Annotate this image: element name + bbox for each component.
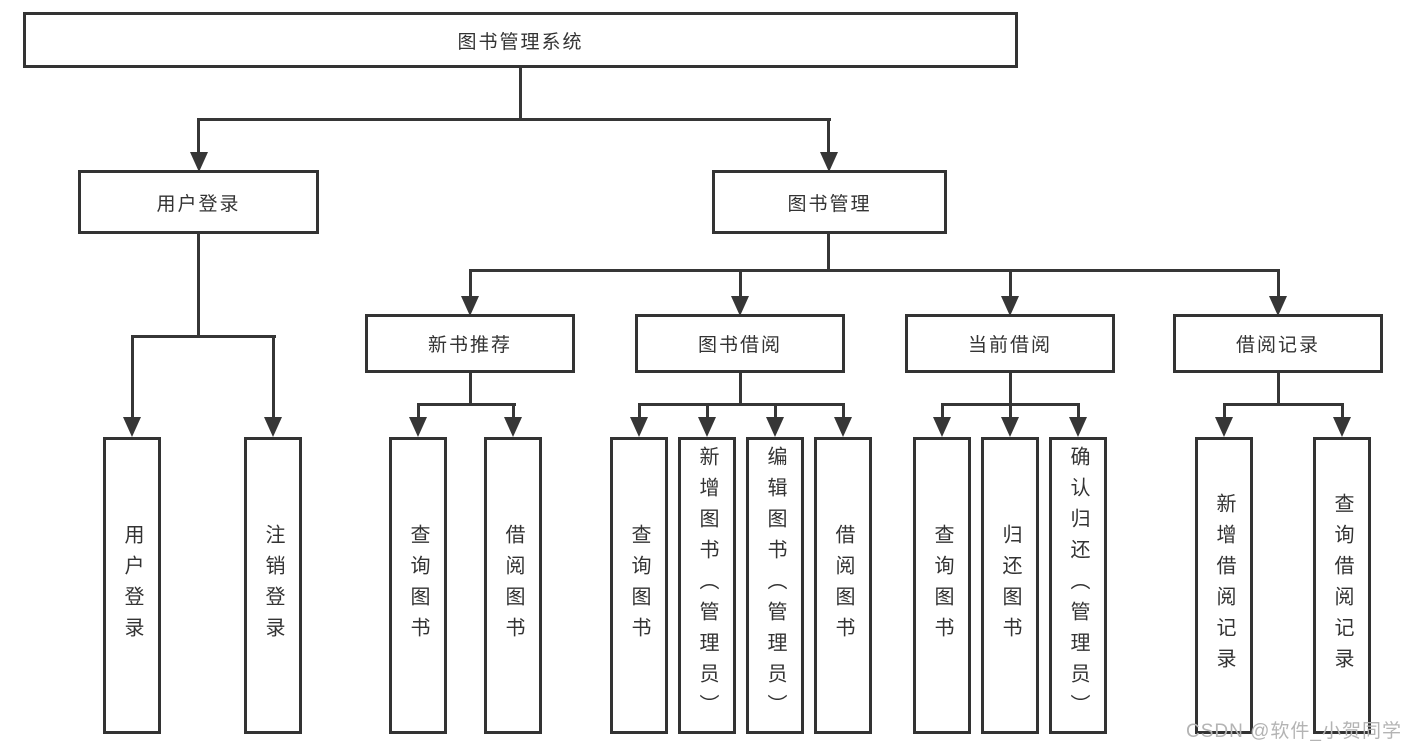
- connector-line: [1277, 269, 1280, 298]
- arrow-down-icon: [731, 296, 749, 316]
- arrow-down-icon: [933, 417, 951, 437]
- connector-line: [469, 269, 472, 298]
- leaf-query-books-recommend: 查询图书: [389, 437, 447, 734]
- arrow-down-icon: [766, 417, 784, 437]
- connector-line: [638, 403, 641, 419]
- leaf-confirm-return-admin: 确认归还（管理员）: [1049, 437, 1107, 734]
- leaf-label: 编辑图书（管理员）: [764, 446, 786, 725]
- arrow-down-icon: [461, 296, 479, 316]
- connector-line: [1223, 403, 1344, 406]
- leaf-label: 查询图书: [628, 523, 650, 648]
- arrow-down-icon: [409, 417, 427, 437]
- connector-line: [941, 403, 944, 419]
- leaf-borrow-book: 借阅图书: [814, 437, 872, 734]
- connector-line: [774, 403, 777, 419]
- leaf-label: 新增借阅记录: [1213, 492, 1235, 679]
- arrow-down-icon: [1069, 417, 1087, 437]
- arrow-down-icon: [123, 417, 141, 437]
- leaf-label: 借阅图书: [502, 523, 524, 648]
- connector-line: [417, 403, 516, 406]
- leaf-query-borrow-record: 查询借阅记录: [1313, 437, 1371, 734]
- connector-line: [739, 373, 742, 403]
- leaf-label: 用户登录: [121, 523, 143, 648]
- leaf-query-books-current: 查询图书: [913, 437, 971, 734]
- connector-line: [739, 269, 742, 298]
- connector-line: [827, 118, 830, 154]
- connector-line: [1223, 403, 1226, 419]
- connector-line: [1277, 373, 1280, 403]
- arrow-down-icon: [630, 417, 648, 437]
- arrow-down-icon: [1215, 417, 1233, 437]
- connector-line: [638, 403, 845, 406]
- arrow-down-icon: [190, 152, 208, 172]
- connector-line: [197, 118, 831, 121]
- leaf-label: 确认归还（管理员）: [1067, 446, 1089, 725]
- arrow-down-icon: [834, 417, 852, 437]
- arrow-down-icon: [698, 417, 716, 437]
- connector-line: [469, 373, 472, 403]
- connector-line: [512, 403, 515, 419]
- leaf-label: 查询图书: [931, 523, 953, 648]
- connector-line: [197, 118, 200, 154]
- node-new-book-recommend: 新书推荐: [365, 314, 575, 373]
- arrow-down-icon: [264, 417, 282, 437]
- leaf-user-login: 用户登录: [103, 437, 161, 734]
- connector-line: [1077, 403, 1080, 419]
- connector-line: [1341, 403, 1344, 419]
- node-user-login: 用户登录: [78, 170, 319, 234]
- node-book-borrow: 图书借阅: [635, 314, 845, 373]
- arrow-down-icon: [504, 417, 522, 437]
- arrow-down-icon: [1001, 417, 1019, 437]
- arrow-down-icon: [820, 152, 838, 172]
- connector-line: [842, 403, 845, 419]
- leaf-query-books-borrow: 查询图书: [610, 437, 668, 734]
- leaf-label: 注销登录: [262, 523, 284, 648]
- connector-line: [417, 403, 420, 419]
- csdn-watermark: CSDN @软件_小贺同学: [1186, 721, 1402, 742]
- connector-line: [827, 233, 830, 269]
- connector-line: [131, 335, 134, 419]
- connector-line: [131, 335, 276, 338]
- node-book-management: 图书管理: [712, 170, 947, 234]
- connector-line: [469, 269, 1280, 272]
- connector-line: [197, 233, 200, 335]
- node-root-library-system: 图书管理系统: [23, 12, 1018, 68]
- node-current-borrow: 当前借阅: [905, 314, 1115, 373]
- leaf-add-book-admin: 新增图书（管理员）: [678, 437, 736, 734]
- leaf-label: 查询图书: [407, 523, 429, 648]
- arrow-down-icon: [1333, 417, 1351, 437]
- connector-line: [272, 335, 275, 419]
- connector-line: [1009, 373, 1012, 403]
- leaf-logout: 注销登录: [244, 437, 302, 734]
- connector-line: [1009, 269, 1012, 298]
- leaf-label: 归还图书: [999, 523, 1021, 648]
- leaf-label: 新增图书（管理员）: [696, 446, 718, 725]
- node-borrow-records: 借阅记录: [1173, 314, 1383, 373]
- leaf-borrow-book-recommend: 借阅图书: [484, 437, 542, 734]
- arrow-down-icon: [1269, 296, 1287, 316]
- leaf-label: 查询借阅记录: [1331, 492, 1353, 679]
- leaf-add-borrow-record: 新增借阅记录: [1195, 437, 1253, 734]
- connector-line: [706, 403, 709, 419]
- arrow-down-icon: [1001, 296, 1019, 316]
- leaf-label: 借阅图书: [832, 523, 854, 648]
- leaf-edit-book-admin: 编辑图书（管理员）: [746, 437, 804, 734]
- connector-line: [519, 68, 522, 118]
- leaf-return-book: 归还图书: [981, 437, 1039, 734]
- connector-line: [1009, 403, 1012, 419]
